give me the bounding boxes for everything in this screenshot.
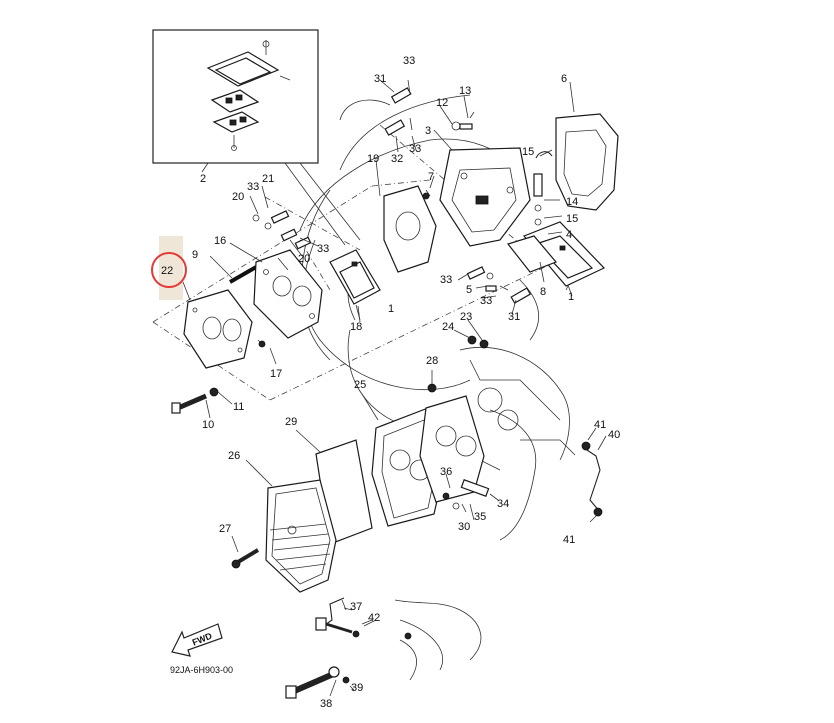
label-6: 6 <box>561 73 567 85</box>
diagram-code: 92JA-6H903-00 <box>170 665 233 675</box>
part-labels: 33 31 13 12 6 3 33 19 32 15 7 2 21 33 20… <box>161 55 620 710</box>
label-35: 35 <box>474 511 486 523</box>
label-34: 34 <box>497 498 509 510</box>
stud-9 <box>209 255 259 284</box>
engine-outline <box>299 94 576 681</box>
label-17: 17 <box>270 368 282 380</box>
label-41: 41 <box>594 419 606 431</box>
label-1: 1 <box>388 303 394 315</box>
label-26: 26 <box>228 450 240 462</box>
cover-3 <box>439 147 531 247</box>
label-21: 21 <box>262 173 274 185</box>
label-20: 20 <box>298 253 310 265</box>
label-25: 25 <box>354 379 366 391</box>
label-3: 3 <box>425 125 431 137</box>
label-16: 16 <box>214 235 226 247</box>
label-20: 20 <box>232 191 244 203</box>
gasket-22 <box>182 281 253 369</box>
label-24: 24 <box>442 321 454 333</box>
small-fasteners-top <box>252 79 475 348</box>
fasteners-30-34-35 <box>442 479 499 510</box>
label-15: 15 <box>566 213 578 225</box>
bracket-37 <box>315 597 412 640</box>
small-fasteners-right <box>466 151 553 304</box>
label-14: 14 <box>566 196 578 208</box>
nuts-23-24 <box>453 319 489 349</box>
highlight-part-22 <box>151 236 187 300</box>
bolt-27 <box>231 535 260 569</box>
label-39: 39 <box>351 682 363 694</box>
inset-box-reed-valve <box>152 29 361 246</box>
label-22: 22 <box>161 265 173 277</box>
label-28: 28 <box>426 355 438 367</box>
label-36: 36 <box>440 466 452 478</box>
fwd-arrow-icon: FWD <box>171 623 223 657</box>
label-41: 41 <box>563 534 575 546</box>
label-4: 4 <box>566 229 572 241</box>
label-2: 2 <box>200 173 206 185</box>
label-33: 33 <box>440 274 452 286</box>
label-12: 12 <box>436 97 448 109</box>
intake-manifold-16 <box>229 242 323 339</box>
label-29: 29 <box>285 416 297 428</box>
label-9: 9 <box>192 249 198 261</box>
label-5: 5 <box>466 284 472 296</box>
label-1: 1 <box>568 291 574 303</box>
label-32: 32 <box>391 153 403 165</box>
reed-valve-18 <box>329 249 381 321</box>
label-19: 19 <box>367 153 379 165</box>
label-7: 7 <box>428 171 434 183</box>
label-38: 38 <box>320 698 332 710</box>
label-33: 33 <box>480 295 492 307</box>
label-31: 31 <box>508 311 520 323</box>
label-37: 37 <box>350 601 362 613</box>
label-10: 10 <box>202 419 214 431</box>
label-27: 27 <box>219 523 231 535</box>
label-15: 15 <box>522 146 534 158</box>
silencer-26 <box>245 459 337 593</box>
label-11: 11 <box>233 401 244 413</box>
label-30: 30 <box>458 521 470 533</box>
label-33: 33 <box>409 143 421 155</box>
label-13: 13 <box>459 85 471 97</box>
bolt-10 <box>171 387 233 419</box>
label-42: 42 <box>368 612 380 624</box>
label-40: 40 <box>608 429 620 441</box>
label-18: 18 <box>350 321 362 333</box>
leader-lines <box>249 79 569 627</box>
label-31: 31 <box>374 73 386 85</box>
label-33: 33 <box>247 181 259 193</box>
label-23: 23 <box>460 311 472 323</box>
gasket-19 <box>383 185 437 273</box>
label-33: 33 <box>317 243 329 255</box>
bolt-28 <box>427 370 437 393</box>
label-8: 8 <box>540 286 546 298</box>
linkage-rod-40 <box>581 427 607 523</box>
reed-valve-1 <box>506 221 606 297</box>
gasket-6 <box>555 81 619 211</box>
bolt-38 <box>285 666 355 699</box>
label-33: 33 <box>403 55 415 67</box>
